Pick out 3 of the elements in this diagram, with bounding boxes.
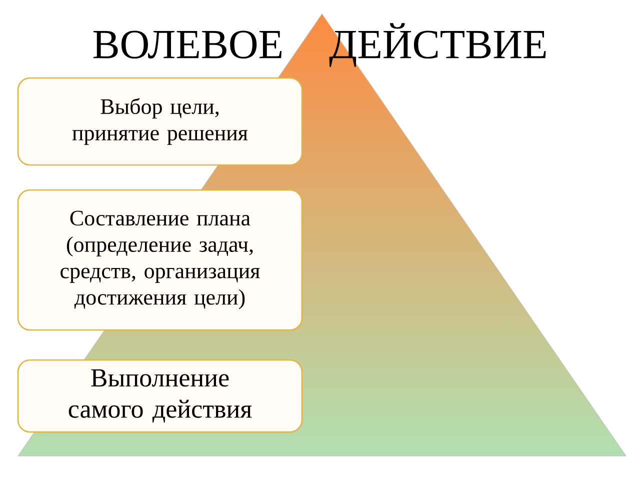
text-box: Составление плана (определение задач, средств, организация достижения цели) [17,189,303,331]
text-box: Выбор цели, принятие решения [17,77,303,166]
text-box: Выполнение самого действия [17,359,303,433]
